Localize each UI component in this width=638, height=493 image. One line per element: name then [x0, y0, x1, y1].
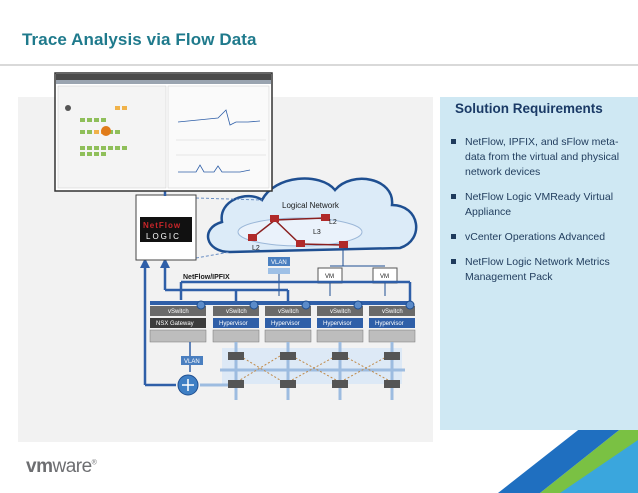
vlan-top-box	[268, 257, 290, 266]
l2-right-label: L2	[329, 219, 337, 226]
arrow-up-icon	[140, 258, 150, 268]
panel-heading: Solution Requirements	[455, 101, 603, 116]
router-icon	[270, 215, 279, 222]
vm-right-label: VM	[380, 274, 389, 280]
host-hypervisor-1: vSwitch Hypervisor	[212, 300, 260, 343]
switch-icon	[384, 352, 400, 360]
bullet-icon	[451, 194, 456, 199]
switch-icon	[228, 380, 244, 388]
vmware-logo: vmware®	[26, 456, 97, 478]
host-nsx-gateway: vSwitch NSX Gateway	[149, 300, 207, 343]
vlan-bottom-label: VLAN	[184, 359, 200, 365]
switch-icon	[332, 380, 348, 388]
title-divider	[0, 64, 638, 66]
router-icon	[296, 240, 305, 247]
vswitch-label: vSwitch	[226, 309, 247, 315]
vlan-bottom-box	[181, 356, 203, 365]
vswitch-label: vSwitch	[382, 309, 403, 315]
list-item: NetFlow, IPFIX, and sFlow meta-data from…	[445, 135, 635, 180]
logical-network-cloud	[206, 177, 418, 254]
hypervisor-label: Hypervisor	[219, 321, 248, 327]
nsx-gateway-label: NSX Gateway	[156, 321, 194, 327]
probe-icon	[353, 300, 363, 310]
vlan-top-label: VLAN	[271, 260, 287, 266]
requirements-list: NetFlow, IPFIX, and sFlow meta-data from…	[445, 135, 635, 295]
list-item: NetFlow Logic Network Metrics Management…	[445, 255, 635, 285]
hypervisor-label: Hypervisor	[375, 321, 404, 327]
bullet-icon	[451, 139, 456, 144]
logo-top-text: NetFlow	[143, 221, 181, 230]
router-icon	[321, 214, 330, 221]
physical-switch-fabric	[200, 342, 405, 400]
logo-vm-part: vm	[26, 456, 53, 477]
list-item-text: NetFlow Logic Network Metrics Management…	[465, 256, 610, 283]
vswitch-label: vSwitch	[278, 309, 299, 315]
router-icon	[339, 241, 348, 248]
probe-icon	[405, 300, 415, 310]
list-item: NetFlow Logic VMReady Virtual Appliance	[445, 190, 635, 220]
logo-registered-mark: ®	[91, 459, 97, 467]
l2-left-label: L2	[252, 245, 260, 252]
probe-icon	[249, 300, 259, 310]
switch-icon	[280, 380, 296, 388]
vswitch-label: vSwitch	[330, 309, 351, 315]
logo-ware-part: ware	[52, 456, 92, 477]
list-item-text: vCenter Operations Advanced	[465, 231, 606, 243]
list-item: vCenter Operations Advanced	[445, 230, 635, 245]
logo-bottom-text: LOGIC	[146, 232, 181, 241]
switch-icon	[332, 352, 348, 360]
l3-label: L3	[313, 229, 321, 236]
hypervisor-label: Hypervisor	[271, 321, 300, 327]
switch-icon	[228, 352, 244, 360]
logical-network-label: Logical Network	[282, 201, 340, 210]
host-hypervisor-4: vSwitch Hypervisor	[368, 300, 416, 343]
switch-icon	[384, 380, 400, 388]
bullet-icon	[451, 234, 456, 239]
host-hypervisor-3: vSwitch Hypervisor	[316, 300, 364, 343]
hypervisor-label: Hypervisor	[323, 321, 352, 327]
vswitch-label: vSwitch	[168, 309, 189, 315]
probe-icon	[196, 300, 206, 310]
probe-icon	[301, 300, 311, 310]
arrow-up-icon	[160, 258, 170, 268]
router-icon	[248, 234, 257, 241]
list-item-text: NetFlow, IPFIX, and sFlow meta-data from…	[465, 136, 620, 178]
netflow-logic-logo	[140, 217, 192, 242]
host-hypervisor-2: vSwitch Hypervisor	[264, 300, 312, 343]
bullet-icon	[451, 259, 456, 264]
operations-dashboard-thumbnail	[54, 72, 273, 192]
switch-icon	[280, 352, 296, 360]
vm-left-label: VM	[325, 274, 334, 280]
netflow-ipfix-label: NetFlow/IPFIX	[183, 274, 230, 281]
solution-requirements-panel: Solution Requirements NetFlow, IPFIX, an…	[440, 97, 638, 430]
list-item-text: NetFlow Logic VMReady Virtual Appliance	[465, 191, 614, 218]
slide-title: Trace Analysis via Flow Data	[22, 30, 257, 49]
